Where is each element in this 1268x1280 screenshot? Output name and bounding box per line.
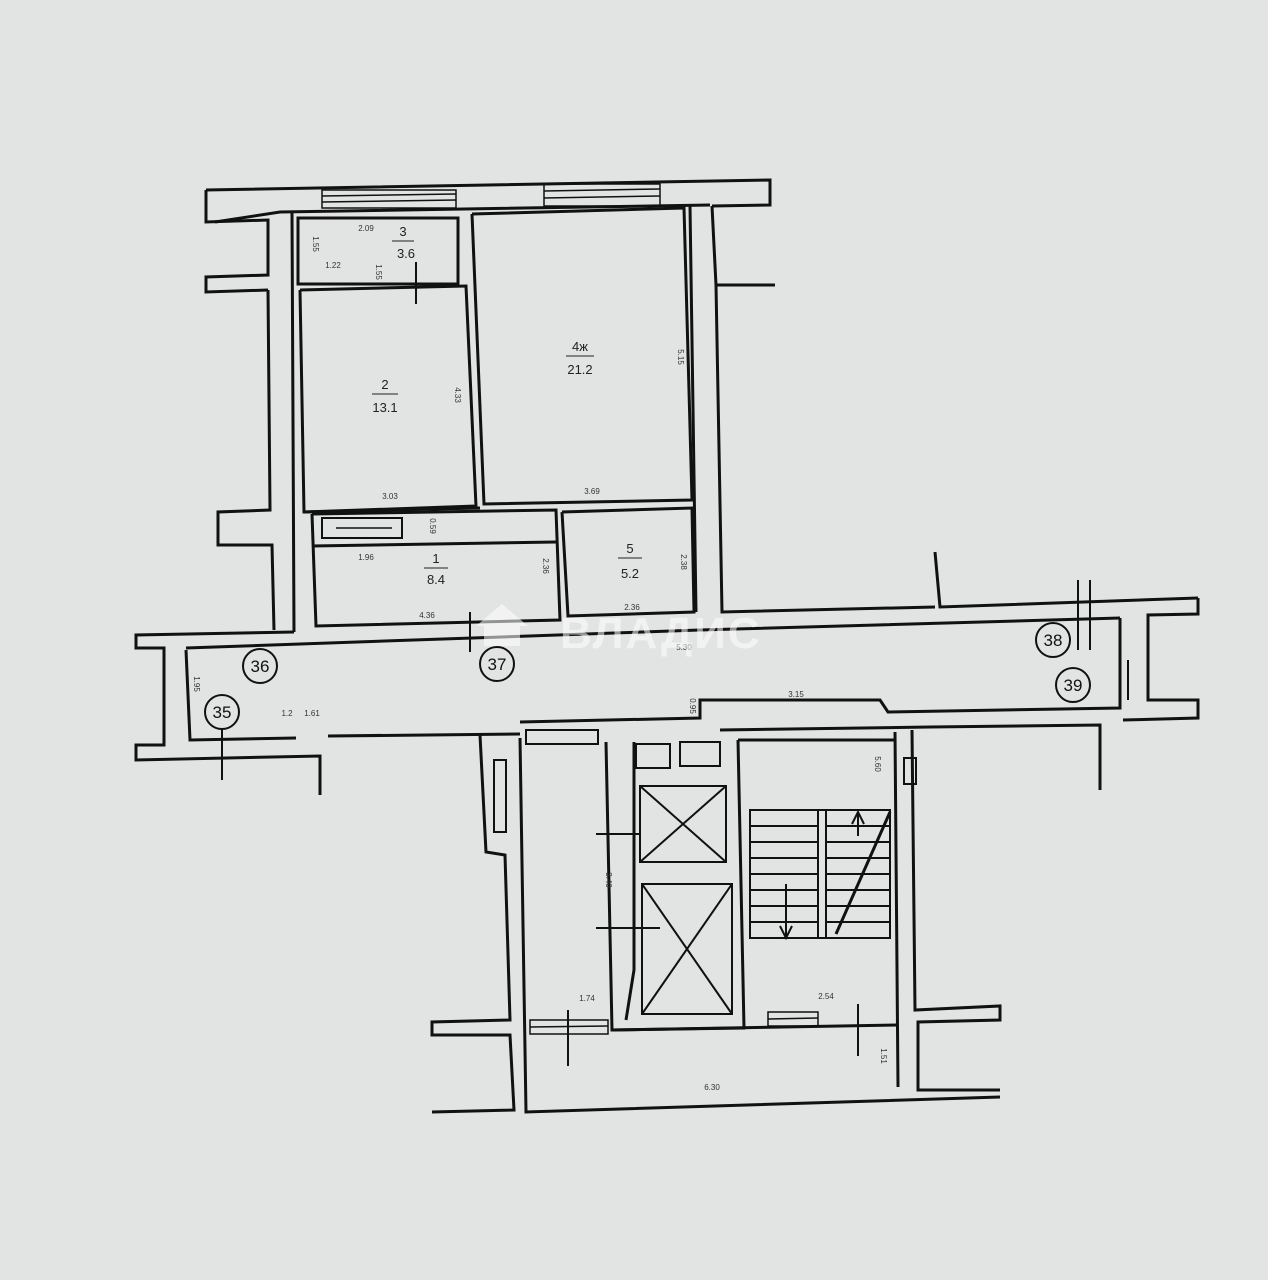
unit-marker-35-label: 35	[213, 703, 232, 722]
room-5-number: 5	[626, 541, 633, 556]
dim-label: 0.59	[428, 518, 437, 534]
dim-label: 1.95	[192, 676, 201, 692]
unit-markers	[204, 622, 1091, 730]
elevator-shafts	[525, 729, 733, 1015]
elevator-small	[639, 785, 727, 863]
room-5-outline	[560, 506, 696, 618]
room-1-area: 8.4	[427, 572, 445, 587]
room-outlines	[296, 206, 696, 628]
unit-marker-37-label: 37	[488, 655, 507, 674]
dim-label: 1.61	[304, 709, 320, 718]
dim-label: 6.30	[704, 1083, 720, 1092]
dim-label: 2.09	[358, 224, 374, 233]
dim-label: 1.2	[281, 709, 293, 718]
unit-marker-37	[479, 646, 515, 682]
walls	[134, 178, 1200, 1114]
elevator-large	[641, 883, 733, 1015]
dim-label: 1.51	[879, 1048, 888, 1064]
dim-label: 3.69	[584, 487, 600, 496]
room-3-number: 3	[399, 224, 406, 239]
unit-marker-36-label: 36	[251, 657, 270, 676]
unit-marker-labels: 35 36 37 38 39	[213, 631, 1083, 722]
dim-label: 1.96	[358, 553, 374, 562]
dim-label: 3.15	[788, 690, 804, 699]
room-2-area: 13.1	[372, 400, 397, 415]
dim-label: 0.95	[688, 698, 697, 714]
room-1-number: 1	[432, 551, 439, 566]
staircase	[749, 809, 892, 941]
dim-label: 4.36	[419, 611, 435, 620]
dim-label: 2.36	[624, 603, 640, 612]
dimension-labels: 2.09 1.22 1.55 1.55 4.33 3.03 5.15 3.69 …	[192, 224, 888, 1092]
unit-marker-39-label: 39	[1064, 676, 1083, 695]
room-4-outline	[470, 206, 694, 506]
dim-label: 2.38	[679, 554, 688, 570]
room-5-area: 5.2	[621, 566, 639, 581]
dim-label: 1.55	[374, 264, 383, 280]
room-2-outline	[298, 284, 478, 514]
dim-label: 4.33	[453, 387, 462, 403]
closet	[321, 517, 403, 539]
niches	[493, 757, 917, 833]
unit-marker-35	[204, 694, 240, 730]
room-4-area: 21.2	[567, 362, 592, 377]
room-1-outline	[310, 508, 562, 628]
dim-label: 3.40	[604, 872, 613, 888]
dim-label: 1.55	[311, 236, 320, 252]
dim-label: 1.74	[579, 994, 595, 1003]
room-2-number: 2	[381, 377, 388, 392]
room-labels: 3 3.6 2 13.1 4ж 21.2 1 8.4 5 5.2	[372, 224, 642, 587]
unit-marker-39	[1055, 667, 1091, 703]
dim-label: 5.15	[676, 349, 685, 365]
watermark-text: ВЛАДИС	[560, 609, 762, 658]
section-marks	[221, 262, 1129, 1066]
watermark-house-icon	[476, 604, 528, 646]
unit-marker-38	[1035, 622, 1071, 658]
dim-label: 3.03	[382, 492, 398, 501]
watermark: ВЛАДИС	[476, 604, 762, 658]
dim-label: 2.36	[541, 558, 550, 574]
unit-marker-36	[242, 648, 278, 684]
dim-label: 2.54	[818, 992, 834, 1001]
dim-label: 1.22	[325, 261, 341, 270]
room-3-outline	[296, 216, 460, 286]
dim-label: 5.60	[873, 756, 882, 772]
unit-marker-38-label: 38	[1044, 631, 1063, 650]
windows	[321, 183, 819, 1035]
room-4-number: 4ж	[572, 339, 588, 354]
dim-label: 5.30	[676, 643, 692, 652]
room-3-area: 3.6	[397, 246, 415, 261]
